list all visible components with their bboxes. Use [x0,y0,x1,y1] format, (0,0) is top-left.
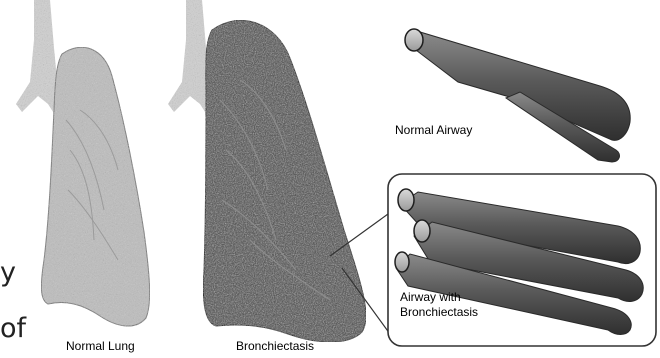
normal-airway-caption: Normal Airway [395,123,472,138]
bronchiectasis-lung-illustration [168,0,366,342]
bronchiectasis-lung-shape [203,20,366,342]
dilated-airway-lumen [395,252,409,272]
normal-lung-caption: Normal Lung [66,339,135,354]
cropped-text-fragment: y [0,258,16,288]
bronchiectasis-caption: Bronchiectasis [236,339,314,354]
dilated-airway-lumen [414,220,430,242]
airway-with-bronchiectasis-caption: Airway with Bronchiectasis [400,290,530,320]
normal-airway-illustration [405,29,630,162]
normal-lung-illustration [16,0,150,326]
cropped-text-fragment: of [0,314,26,344]
normal-airway-lumen [405,29,423,51]
normal-lung-shape [41,47,149,326]
dilated-airway-lumen [398,189,414,211]
